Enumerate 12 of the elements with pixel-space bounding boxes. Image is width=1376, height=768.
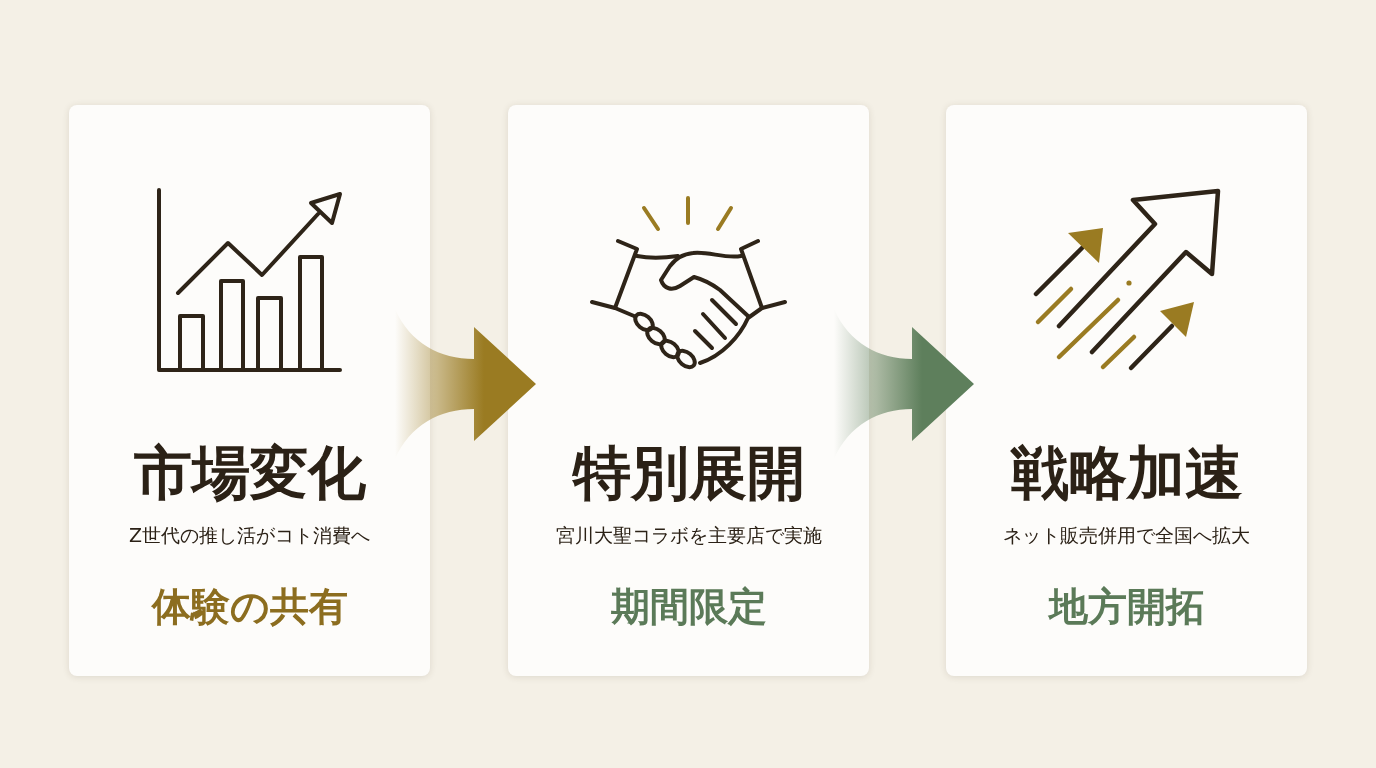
step-heading: 特別展開 (572, 439, 805, 507)
step-tagline: 体験の共有 (151, 583, 348, 631)
step-description: Z世代の推し活がコト消費へ (129, 523, 370, 548)
step-description: 宮川大聖コラボを主要店で実施 (555, 523, 822, 548)
step-heading: 市場変化 (133, 439, 366, 507)
step-description: ネット販売併用で全国へ拡大 (1003, 523, 1250, 548)
step-tagline: 期間限定 (610, 583, 767, 631)
step-card (508, 105, 869, 676)
step-card (69, 105, 430, 676)
step-tagline: 地方開拓 (1048, 583, 1205, 631)
step-card (946, 105, 1307, 676)
step-heading: 戦略加速 (1010, 439, 1243, 507)
